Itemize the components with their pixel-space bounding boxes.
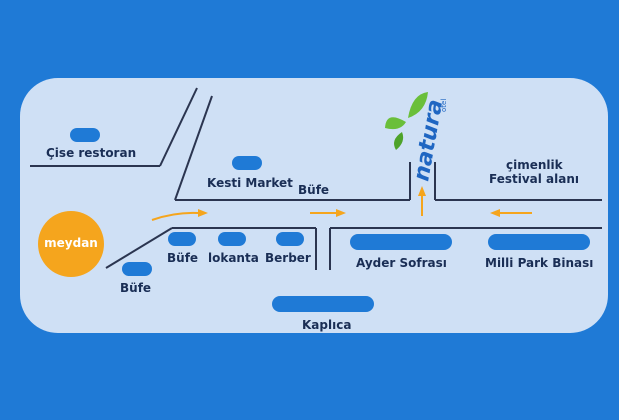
- arrow-head: [198, 209, 208, 217]
- arrow-head: [490, 209, 500, 217]
- leaf-icon: [408, 92, 428, 118]
- building-ayder-sofrasi[interactable]: [350, 234, 452, 250]
- map-panel: [20, 78, 608, 333]
- building-cise-restoran[interactable]: [70, 128, 100, 142]
- building-lokanta[interactable]: [218, 232, 246, 246]
- building-milli-park[interactable]: [488, 234, 590, 250]
- arrow-head: [418, 186, 426, 196]
- ayder-sofrasi-label: Ayder Sofrası: [356, 256, 447, 270]
- arrow-head: [336, 209, 346, 217]
- kesti-market-label: Kesti Market: [207, 176, 293, 190]
- building-bufe-row[interactable]: [168, 232, 196, 246]
- building-bufe-lower[interactable]: [122, 262, 152, 276]
- cise-restoran-label: Çise restoran: [46, 146, 137, 160]
- arrow-right-icon: [151, 211, 199, 221]
- bufe-row-label: Büfe: [167, 251, 199, 265]
- lokanta-label: lokanta: [208, 251, 259, 265]
- meydan-circle[interactable]: [38, 211, 104, 277]
- leaf-icon: [394, 132, 404, 150]
- meydan-label: meydan: [44, 236, 98, 250]
- building-kesti-market[interactable]: [232, 156, 262, 170]
- festival-alani-label: Festival alanı: [489, 172, 580, 186]
- berber-label: Berber: [265, 251, 311, 265]
- leaf-icon: [385, 117, 406, 130]
- milli-park-label: Milli Park Binası: [485, 256, 594, 270]
- cimenlik-label: çimenlik: [506, 158, 563, 172]
- bufe-lower-label: Büfe: [120, 281, 152, 295]
- bufe-top-label: Büfe: [298, 183, 330, 197]
- kaplica-label: Kaplıca: [302, 318, 352, 332]
- building-berber[interactable]: [276, 232, 304, 246]
- street: [174, 95, 213, 201]
- building-kaplica[interactable]: [272, 296, 374, 312]
- logo-sub: otel: [440, 99, 448, 112]
- street: [105, 227, 173, 269]
- street: [159, 87, 198, 167]
